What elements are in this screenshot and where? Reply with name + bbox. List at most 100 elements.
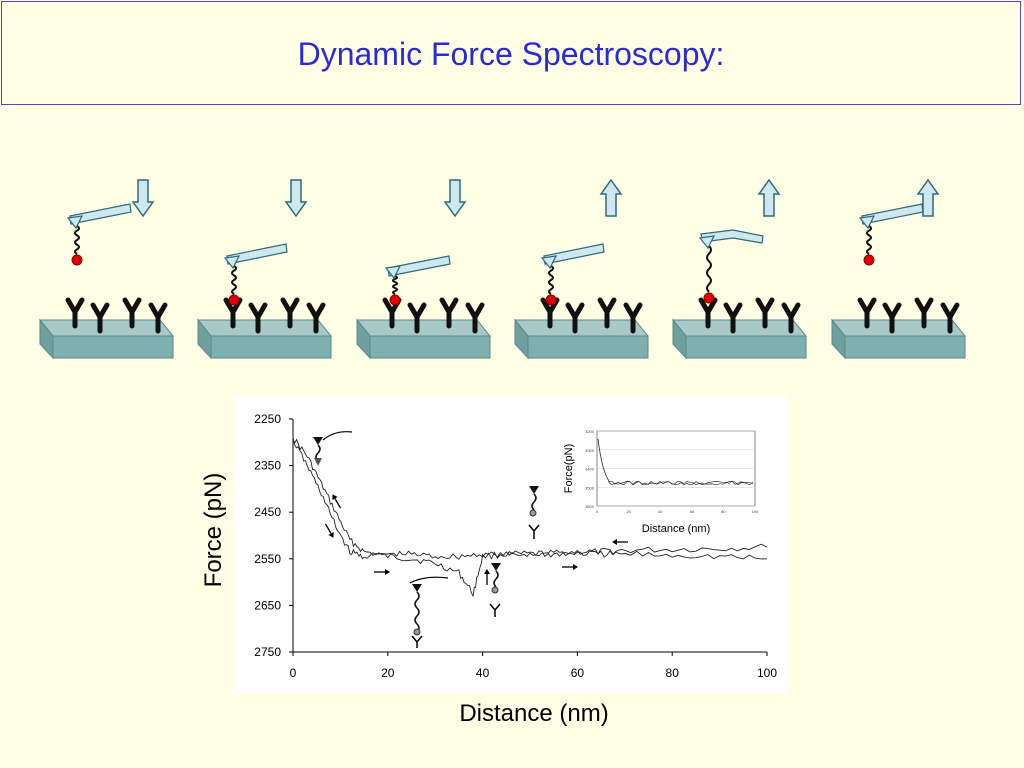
down-arrow-icon — [284, 179, 308, 218]
substrate-front — [210, 335, 332, 359]
antibody-glyph — [411, 635, 423, 648]
x-tick-label: 80 — [666, 666, 680, 680]
curve-arrow-icon — [562, 564, 578, 570]
cantilever — [387, 255, 451, 277]
antibody-glyph — [528, 524, 540, 539]
x-tick-label: 20 — [381, 666, 395, 680]
inset-y-tick-label: 3600 — [585, 504, 595, 509]
ligand-bead — [863, 254, 875, 266]
y-tick-label: 2750 — [254, 645, 281, 659]
curve-arrow-icon — [332, 494, 342, 509]
x-tick-label: 60 — [571, 666, 585, 680]
antibody-icon — [882, 302, 902, 334]
molecule-glyph — [412, 584, 422, 633]
antibody-icon — [280, 297, 300, 329]
antibody-glyph — [489, 603, 501, 617]
curve-arrow-icon — [324, 523, 334, 538]
inset-x-tick-label: 40 — [658, 509, 663, 514]
antibody-icon — [755, 297, 775, 329]
x-tick-label: 100 — [757, 666, 777, 680]
inset-x-label: Distance (nm) — [642, 523, 710, 535]
antibody-icon — [407, 302, 427, 334]
substrate-front — [844, 335, 966, 359]
afm-tip — [858, 215, 876, 230]
ligand-bead — [389, 294, 401, 306]
step-5 — [671, 178, 808, 360]
linker-molecule — [548, 265, 554, 295]
inset-series-line — [597, 438, 754, 486]
inset-y-tick-label: 3500 — [585, 485, 595, 490]
ligand-bead — [491, 586, 499, 594]
up-arrow-icon — [599, 178, 623, 217]
inset-x-tick-label: 100 — [752, 509, 759, 514]
afm-tip — [223, 255, 241, 270]
y-tick-label: 2450 — [254, 505, 281, 519]
antibody-icon — [122, 297, 142, 329]
antibody-icon — [597, 297, 617, 329]
step-2 — [196, 179, 333, 360]
antibody-icon — [306, 302, 326, 334]
ligand-bead — [71, 254, 83, 266]
antibody-icon — [65, 297, 85, 329]
series-line-1 — [292, 438, 768, 598]
afm-tip — [384, 265, 402, 280]
molecule-glyph — [529, 486, 539, 511]
linker-molecule — [74, 225, 80, 255]
x-tick-label: 0 — [290, 666, 297, 680]
antibody-icon — [465, 302, 485, 334]
inset-y-label: Force(pN) — [563, 444, 575, 494]
inset-y-tick-label: 3400 — [585, 467, 595, 472]
x-tick-label: 40 — [476, 666, 490, 680]
curve-arrow-icon — [484, 569, 490, 585]
linker-molecule — [866, 225, 872, 255]
molecule-glyph — [491, 563, 501, 588]
afm-tip — [66, 215, 84, 230]
step-6 — [830, 178, 967, 360]
cantilever-curve — [409, 576, 449, 584]
molecule-glyph — [313, 437, 323, 462]
curve-arrow-icon — [374, 569, 390, 575]
substrate-front — [685, 335, 807, 359]
step-4 — [513, 178, 650, 360]
afm-tip — [698, 235, 716, 250]
antibody-icon — [439, 297, 459, 329]
substrate-front — [527, 335, 649, 359]
y-tick-label: 2350 — [254, 459, 281, 473]
ligand-bead — [529, 509, 537, 517]
antibody-icon — [781, 302, 801, 334]
y-tick-label: 2250 — [254, 412, 281, 426]
y-tick-label: 2550 — [254, 552, 281, 566]
ligand-bead — [413, 628, 421, 636]
ligand-bead — [703, 292, 715, 304]
antibody-icon — [914, 297, 934, 329]
afm-tip — [540, 255, 558, 270]
down-arrow-icon — [131, 179, 155, 218]
substrate-front — [52, 335, 174, 359]
linker-molecule — [231, 265, 237, 295]
linker-molecule — [392, 275, 398, 295]
cantilever-curve — [322, 431, 353, 441]
substrate-front — [369, 335, 491, 359]
antibody-icon — [698, 297, 718, 329]
up-arrow-icon — [757, 178, 781, 217]
linker-molecule — [706, 245, 712, 293]
y-tick-label: 2650 — [254, 598, 281, 612]
inset-y-tick-label: 3200 — [585, 429, 595, 434]
inset-x-tick-label: 80 — [721, 509, 726, 514]
ligand-bead — [545, 294, 557, 306]
antibody-icon — [623, 302, 643, 334]
ligand-bead — [228, 294, 240, 306]
y-axis-title: Force (pN) — [200, 472, 227, 588]
step-1 — [38, 179, 175, 360]
antibody-icon — [723, 302, 743, 334]
inset-x-tick-label: 0 — [596, 509, 599, 514]
title-box: Dynamic Force Spectroscopy: — [1, 1, 1021, 105]
down-arrow-icon — [443, 179, 467, 218]
step-3 — [355, 179, 492, 360]
curve-arrow-icon — [612, 539, 628, 545]
inset-x-tick-label: 60 — [690, 509, 695, 514]
x-axis-title: Distance (nm) — [459, 700, 609, 727]
up-arrow-icon — [916, 178, 940, 217]
antibody-icon — [148, 302, 168, 334]
